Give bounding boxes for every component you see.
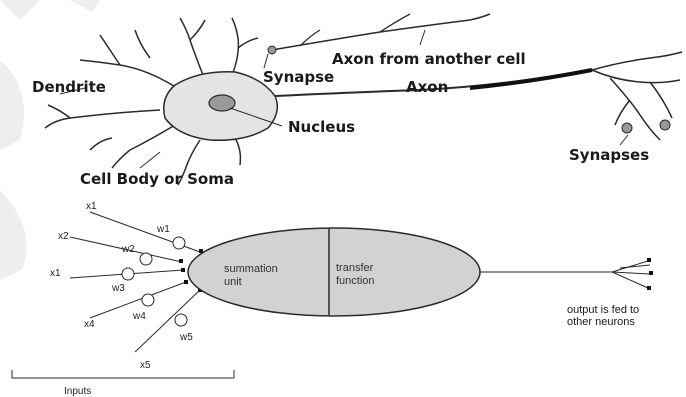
weight-node [140,253,152,265]
label-input-5: x5 [140,360,151,371]
axon-segment [470,70,592,88]
output-terminal [647,258,651,262]
weight-node [122,268,134,280]
label-weight-1: w1 [156,224,170,235]
synapse-bulb [622,123,632,133]
weight-node [173,237,185,249]
summation-unit-line-2: unit [224,276,242,288]
label-nucleus: Nucleus [288,118,355,136]
label-synapse: Synapse [263,68,334,86]
label-input-3: x1 [50,268,61,279]
input-terminal [181,268,185,272]
output-text-line-2: other neurons [567,316,635,328]
label-synapses: Synapses [569,146,649,164]
label-weight-5: w5 [179,332,193,343]
label-input-4: x4 [84,319,95,330]
output-terminal [649,271,653,275]
label-dendrite: Dendrite [32,78,106,96]
label-weight-4: w4 [132,311,146,322]
output-branches [612,261,650,288]
label-axon: Axon [406,78,448,96]
artificial-neuron: x1 x2 x1 x4 x5 w1 w2 w3 w4 w5 summation … [12,201,653,397]
label-inputs: Inputs [64,386,91,397]
output-terminal [647,286,651,290]
synapse-bulb [660,120,670,130]
weight-node [142,294,154,306]
synapse-bulb [268,46,276,54]
input-terminal [179,259,183,263]
inputs-bracket [12,370,234,378]
transfer-function-line-1: transfer [336,262,374,274]
input-terminal [184,280,188,284]
biological-neuron: Dendrite Synapse Axon from another cell … [32,14,682,188]
input-lines [70,212,200,352]
label-cell-body: Cell Body or Soma [80,170,234,188]
output-text-line-1: output is fed to [567,304,639,316]
label-weight-3: w3 [111,283,125,294]
transfer-function-line-2: function [336,275,375,287]
label-axon-from-another-cell: Axon from another cell [332,50,526,68]
label-input-1: x1 [86,201,97,212]
summation-unit-line-1: summation [224,263,278,275]
label-input-2: x2 [58,231,69,242]
label-weight-2: w2 [121,244,135,255]
weight-node [175,314,187,326]
